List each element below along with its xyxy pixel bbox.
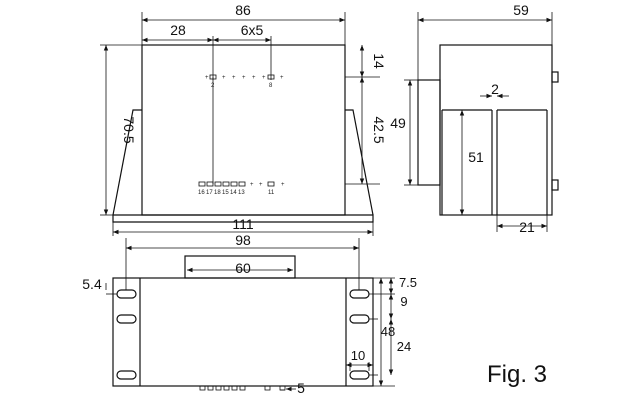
dim-slot-pitch: 9 [400, 294, 407, 309]
top-pin-row: + + + + + + + 2 8 [205, 74, 284, 89]
dim-pin-offset: 28 [170, 22, 186, 38]
front-view: 86 28 6x5 70.5 14 42.5 + + + + + + [100, 2, 387, 236]
side-terminal-block [417, 79, 441, 186]
pin [206, 181, 214, 187]
svg-text:+: + [281, 182, 285, 188]
pin [214, 181, 222, 187]
mount-slot [349, 370, 370, 380]
svg-text:+: + [259, 182, 263, 188]
svg-text:+: + [250, 182, 254, 188]
pin-label: 15 [222, 190, 229, 196]
bottom-view: 98 60 5.4 7.5 9 48 24 10 5 [82, 232, 417, 396]
dim-left-edge: 5.4 [82, 276, 102, 292]
mount-slot [349, 289, 370, 299]
pin [238, 181, 246, 187]
front-right-bracket [345, 109, 374, 216]
pin-label: 2 [211, 83, 215, 89]
bottom-pin-strip [199, 385, 286, 391]
svg-text:+: + [222, 75, 226, 81]
pin-label: 14 [230, 190, 237, 196]
svg-text:+: + [280, 75, 284, 81]
pin-label: 11 [268, 190, 275, 196]
dim-height-total: 70.5 [121, 116, 137, 143]
dim-slot-length: 10 [351, 348, 365, 363]
pin [209, 74, 217, 80]
side-pin-top [551, 71, 559, 83]
mount-slot [116, 370, 137, 380]
pin [267, 74, 275, 80]
pin-label: 8 [269, 83, 273, 89]
dim-wall-thickness: 2 [491, 81, 499, 97]
dim-center-width: 60 [235, 260, 251, 276]
dim-body-depth: 48 [381, 324, 395, 339]
dim-slot-offset-top: 7.5 [399, 275, 417, 290]
side-body-outline [439, 44, 553, 216]
figure-label: Fig. 3 [487, 361, 547, 388]
bottom-pin-row: + + + 16 17 18 15 14 13 11 [198, 181, 285, 196]
dim-pin-row-spacing: 42.5 [371, 116, 387, 143]
svg-text:+: + [232, 75, 236, 81]
dim-inner-height: 51 [468, 149, 484, 165]
side-view: 59 49 51 2 21 [390, 2, 559, 235]
dim-top-offset: 14 [371, 53, 387, 69]
side-pin-bottom [551, 179, 559, 191]
mount-slot [116, 314, 137, 324]
mount-slot [116, 289, 137, 299]
dim-pin-pitch-bottom: 5 [297, 380, 305, 396]
mount-slot [349, 314, 370, 324]
pin-label: 17 [206, 190, 213, 196]
svg-text:+: + [252, 75, 256, 81]
dim-base-width: 111 [232, 216, 253, 232]
pin [222, 181, 230, 187]
dim-slot-span: 24 [397, 339, 411, 354]
svg-text:+: + [205, 75, 209, 81]
dim-width: 86 [235, 2, 251, 18]
dim-depth: 59 [513, 2, 529, 18]
pin [198, 181, 206, 187]
bottom-body-outline [112, 277, 374, 387]
pin-label: 16 [198, 190, 205, 196]
pin-label: 13 [238, 190, 245, 196]
bottom-center-block [184, 255, 296, 279]
dim-mount-spacing: 98 [235, 232, 251, 248]
svg-text:+: + [242, 75, 246, 81]
pin [230, 181, 238, 187]
pin-label: 18 [214, 190, 221, 196]
svg-text:+: + [262, 75, 266, 81]
dim-pin-pitch: 6x5 [241, 22, 264, 38]
dim-leg-width: 21 [519, 219, 535, 235]
pin [267, 181, 275, 187]
dim-side-height: 49 [390, 115, 406, 131]
front-left-bracket [112, 109, 142, 216]
